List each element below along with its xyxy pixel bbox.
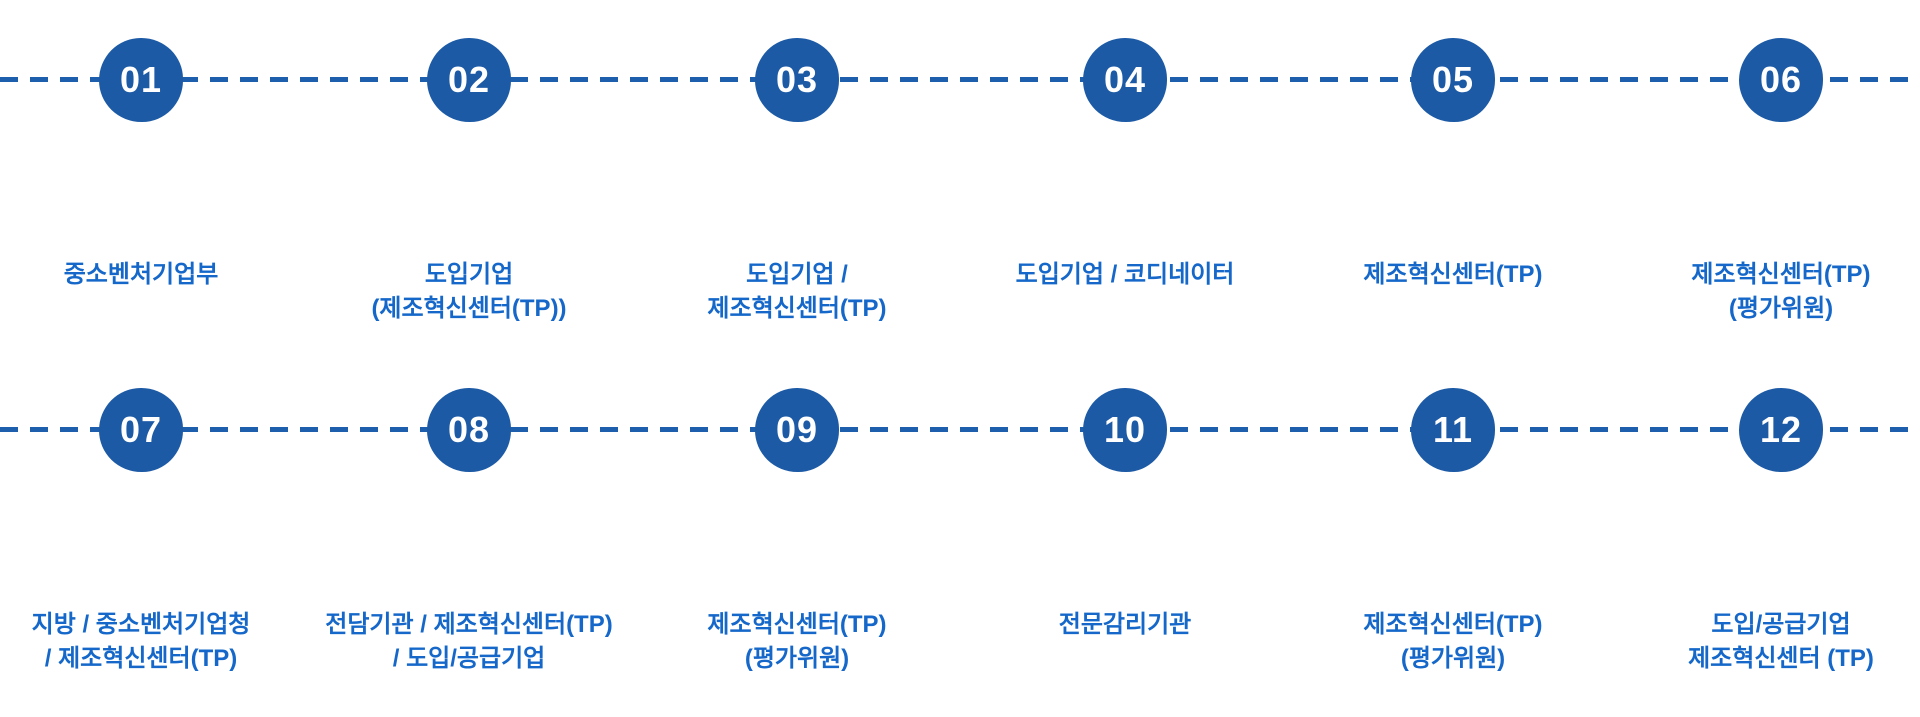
- step-01: 01 중소벤처기업부: [0, 38, 311, 288]
- step-number: 05: [1431, 59, 1475, 100]
- step-09: 09 제조혁신센터(TP) (평가위원): [627, 388, 967, 672]
- step-07: 07 지방 / 중소벤처기업청 / 제조혁신센터(TP): [0, 388, 311, 672]
- step-number: 07: [119, 409, 163, 450]
- step-04-label: 도입기업 / 코디네이터: [1015, 261, 1235, 288]
- step-07-label: 지방 / 중소벤처기업청 / 제조혁신센터(TP): [31, 611, 251, 672]
- step-05-label: 제조혁신센터(TP): [1363, 261, 1543, 288]
- step-01-label: 중소벤처기업부: [63, 261, 219, 288]
- step-11: 11 제조혁신센터(TP) (평가위원): [1283, 388, 1623, 672]
- step-03: 03 도입기업 / 제조혁신센터(TP): [627, 38, 967, 322]
- step-02-circle: 02: [427, 38, 511, 122]
- step-12-circle: 12: [1739, 388, 1823, 472]
- step-number: 06: [1759, 59, 1803, 100]
- step-08: 08 전담기관 / 제조혁신센터(TP) / 도입/공급기업: [299, 388, 639, 672]
- step-number: 04: [1103, 59, 1147, 100]
- step-10-label: 전문감리기관: [1058, 611, 1192, 638]
- step-11-circle: 11: [1411, 388, 1495, 472]
- step-02-label: 도입기업 (제조혁신센터(TP)): [371, 261, 567, 322]
- step-08-circle: 08: [427, 388, 511, 472]
- step-number: 02: [447, 59, 491, 100]
- step-number: 09: [775, 409, 819, 450]
- step-07-circle: 07: [99, 388, 183, 472]
- step-number: 01: [119, 59, 163, 100]
- step-03-circle: 03: [755, 38, 839, 122]
- step-10-circle: 10: [1083, 388, 1167, 472]
- step-06-label: 제조혁신센터(TP) (평가위원): [1691, 261, 1871, 322]
- step-number: 03: [775, 59, 819, 100]
- flow-dashed-line-row1: [0, 77, 1920, 82]
- step-10: 10 전문감리기관: [955, 388, 1295, 638]
- step-09-label: 제조혁신센터(TP) (평가위원): [707, 611, 887, 672]
- step-02: 02 도입기업 (제조혁신센터(TP)): [299, 38, 639, 322]
- step-05: 05 제조혁신센터(TP): [1283, 38, 1623, 288]
- step-06-circle: 06: [1739, 38, 1823, 122]
- step-number: 11: [1432, 409, 1474, 450]
- step-03-label: 도입기업 / 제조혁신센터(TP): [707, 261, 887, 322]
- step-number: 10: [1103, 409, 1147, 450]
- step-11-label: 제조혁신센터(TP) (평가위원): [1363, 611, 1543, 672]
- step-number: 12: [1759, 409, 1803, 450]
- flow-dashed-line-row2: [0, 427, 1920, 432]
- step-04-circle: 04: [1083, 38, 1167, 122]
- step-12-label: 도입/공급기업 제조혁신센터 (TP): [1688, 611, 1874, 672]
- step-04: 04 도입기업 / 코디네이터: [955, 38, 1295, 288]
- step-number: 08: [447, 409, 491, 450]
- step-01-circle: 01: [99, 38, 183, 122]
- step-12: 12 도입/공급기업 제조혁신센터 (TP): [1611, 388, 1920, 672]
- step-06: 06 제조혁신센터(TP) (평가위원): [1611, 38, 1920, 322]
- step-09-circle: 09: [755, 388, 839, 472]
- step-05-circle: 05: [1411, 38, 1495, 122]
- step-08-label: 전담기관 / 제조혁신센터(TP) / 도입/공급기업: [325, 611, 613, 672]
